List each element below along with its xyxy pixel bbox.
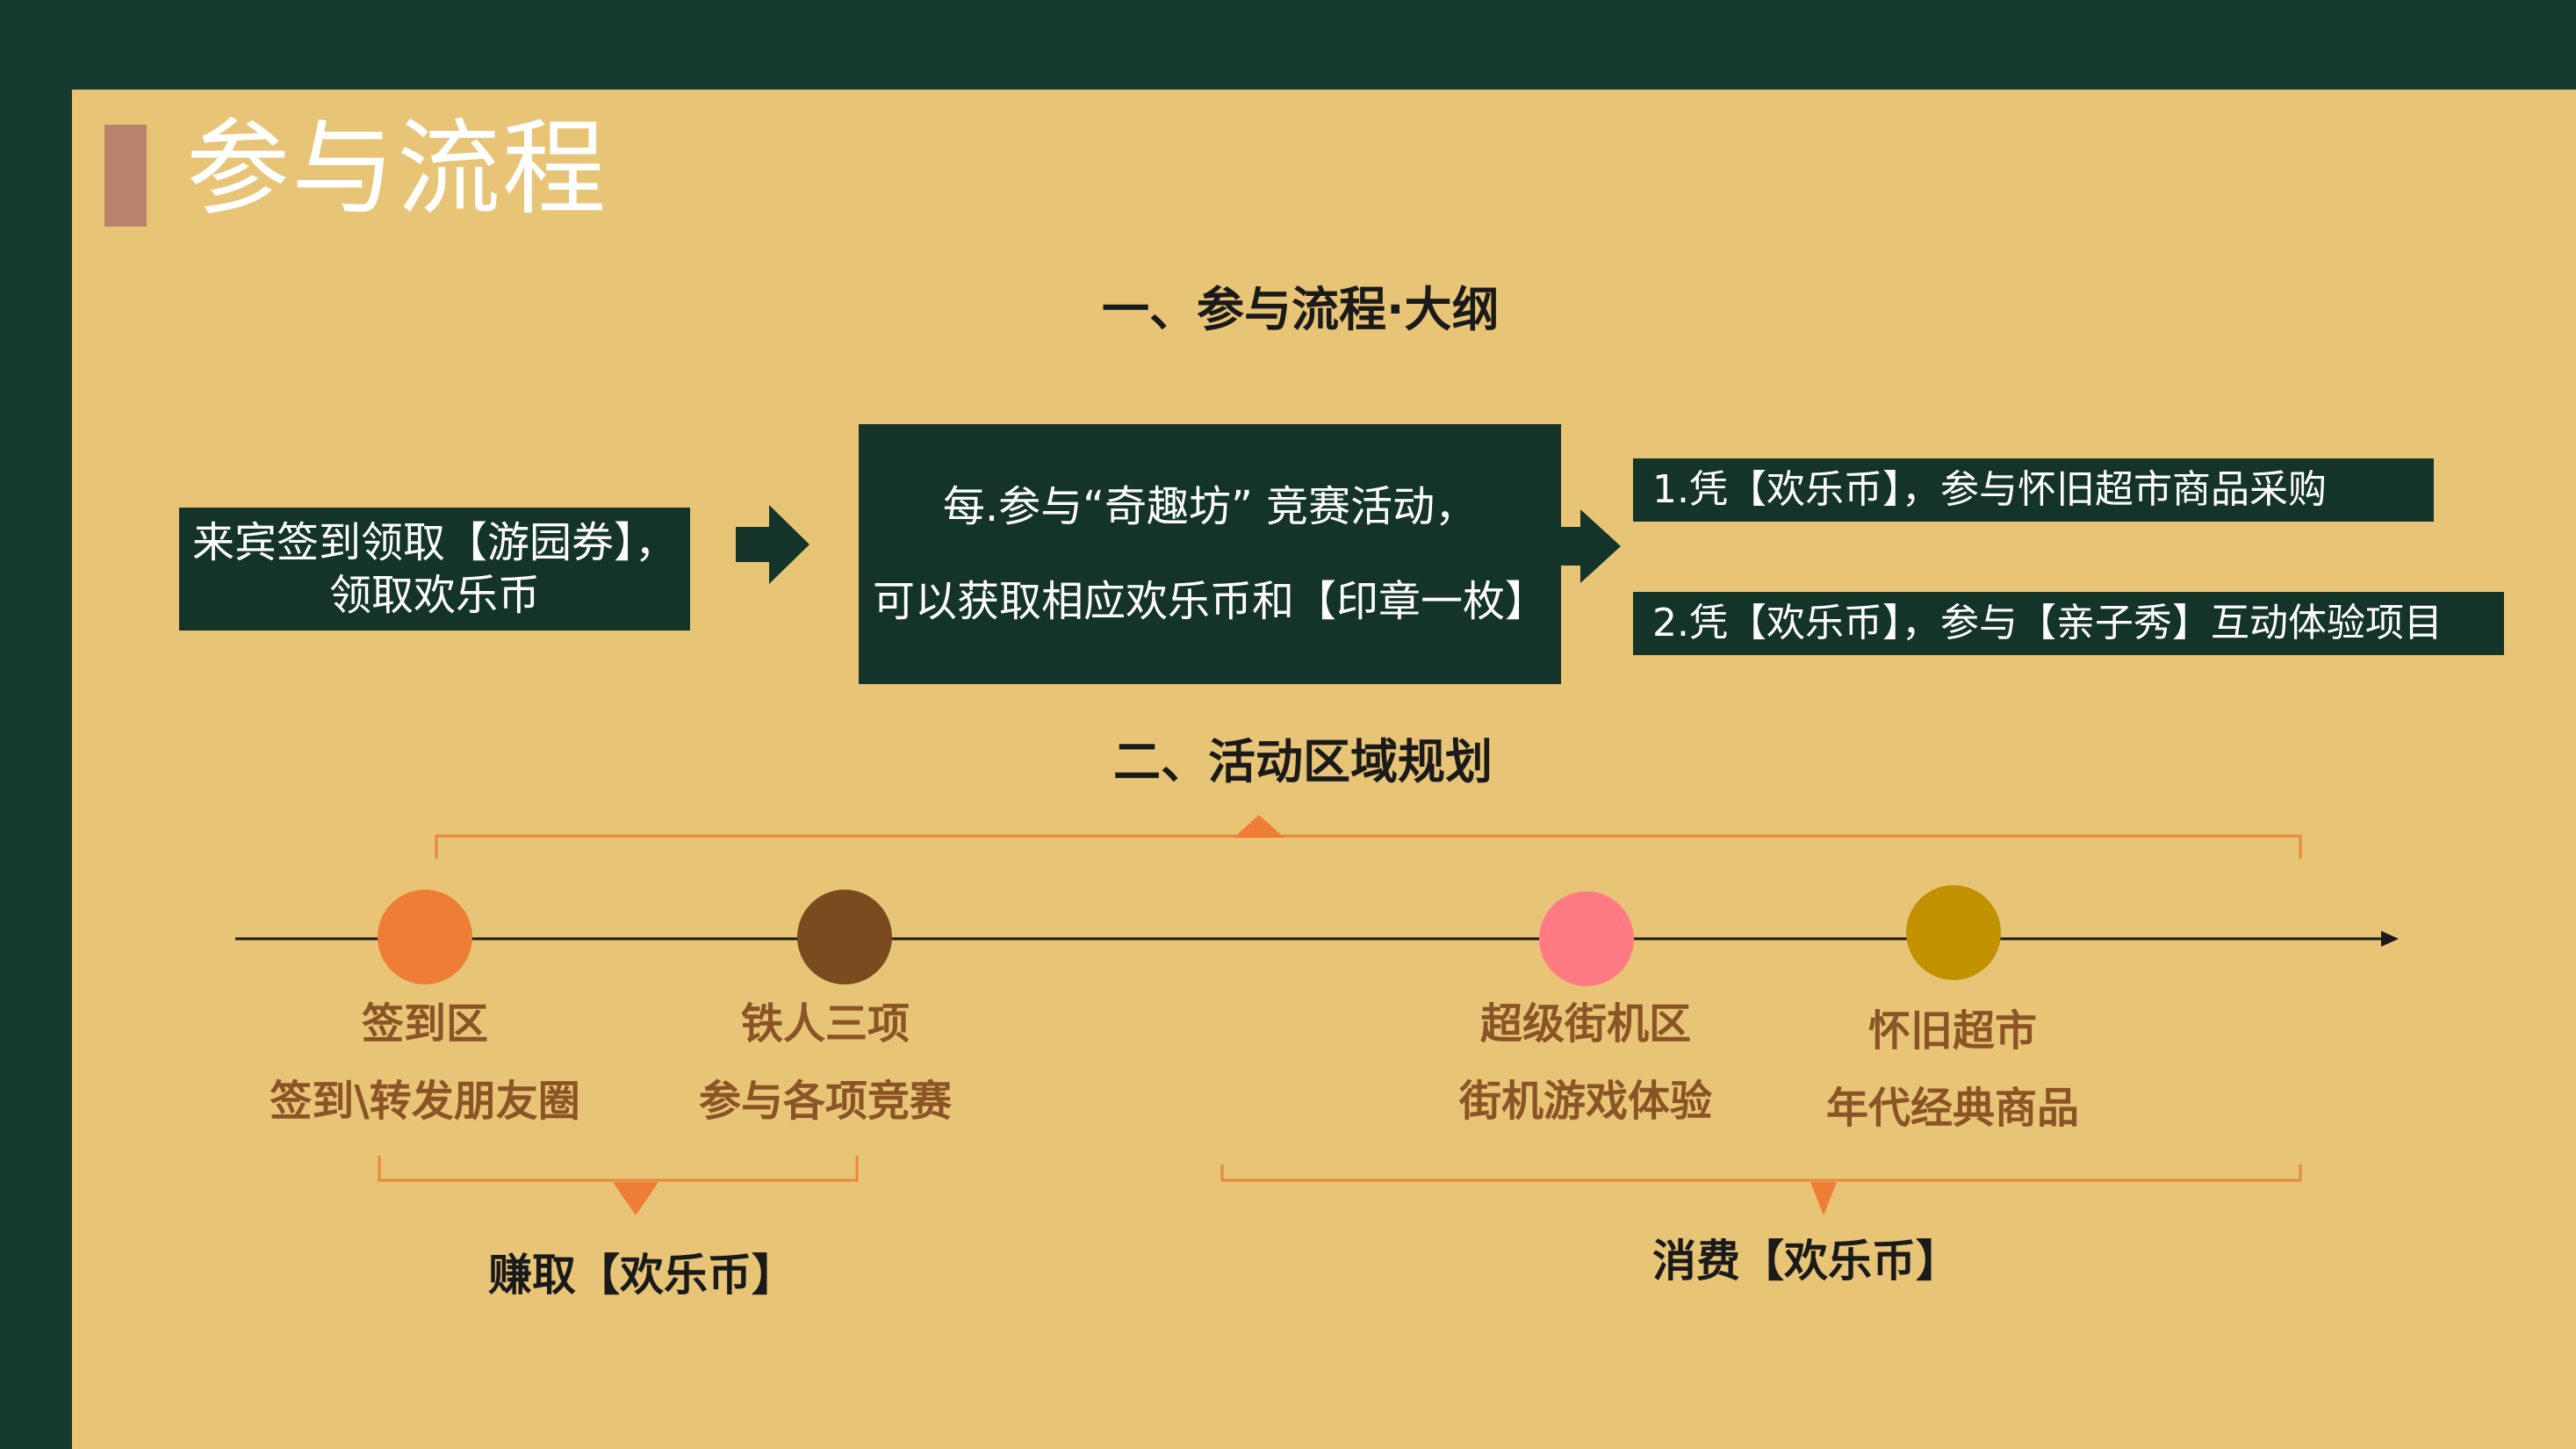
- zone-marker-supermarket: [1906, 885, 2001, 980]
- section1-heading: 一、参与流程·大纲: [1102, 282, 1500, 337]
- step2-line2: 可以获取相应欢乐币和【印章一枚】: [872, 577, 1547, 626]
- slide-background: [72, 90, 2576, 1449]
- step1-line2: 领取欢乐币: [328, 571, 540, 620]
- zone-desc: 参与各项竞赛: [698, 1077, 952, 1126]
- earn-bracket: [378, 1156, 859, 1182]
- step2-line1: 每.参与“奇趣坊” 竞赛活动，: [942, 482, 1478, 531]
- earn-bracket-pointer-icon: [613, 1182, 658, 1215]
- zone-name: 超级街机区: [1479, 999, 1691, 1049]
- top-bracket-pointer-icon: [1234, 815, 1284, 838]
- zone-label-arcade: 超级街机区 街机游戏体验: [1410, 998, 1761, 1128]
- outcome-2-box: 2.凭【欢乐币】，参与【亲子秀】互动体验项目: [1633, 592, 2504, 655]
- step1-box: 来宾签到领取【游园券】， 领取欢乐币: [179, 508, 690, 631]
- zone-marker-arcade: [1539, 891, 1634, 986]
- spend-bracket: [1220, 1164, 2302, 1182]
- top-bracket: [435, 834, 2302, 859]
- zone-desc: 签到\转发朋友圈: [270, 1077, 580, 1126]
- zone-name: 铁人三项: [740, 999, 910, 1049]
- zone-label-supermarket: 怀旧超市 年代经典商品: [1777, 1005, 2128, 1135]
- spend-bracket-pointer-icon: [1810, 1182, 1837, 1215]
- earn-label: 赚取【欢乐币】: [488, 1250, 795, 1301]
- timeline-arrowhead-icon: [2381, 931, 2399, 947]
- zone-desc: 年代经典商品: [1825, 1084, 2079, 1133]
- title-accent-bar: [104, 125, 147, 227]
- flow-arrow-2-icon: [1561, 509, 1621, 583]
- section2-heading: 二、活动区域规划: [1113, 734, 1493, 789]
- zone-label-triathlon: 铁人三项 参与各项竞赛: [650, 998, 1001, 1128]
- step1-line1: 来宾签到领取【游园券】，: [191, 518, 677, 567]
- outcome-1-box: 1.凭【欢乐币】，参与怀旧超市商品采购: [1633, 458, 2434, 522]
- zone-marker-triathlon: [797, 890, 892, 984]
- zone-name: 签到区: [361, 999, 488, 1049]
- zone-name: 怀旧超市: [1867, 1006, 2037, 1056]
- page-title: 参与流程: [186, 108, 608, 229]
- step2-box: 每.参与“奇趣坊” 竞赛活动， 可以获取相应欢乐币和【印章一枚】: [859, 424, 1561, 684]
- zone-label-checkin: 签到区 签到\转发朋友圈: [249, 998, 601, 1128]
- flow-arrow-1-icon: [736, 505, 809, 584]
- zone-marker-checkin: [378, 890, 472, 984]
- zone-desc: 街机游戏体验: [1458, 1077, 1712, 1126]
- spend-label: 消费【欢乐币】: [1652, 1236, 1960, 1287]
